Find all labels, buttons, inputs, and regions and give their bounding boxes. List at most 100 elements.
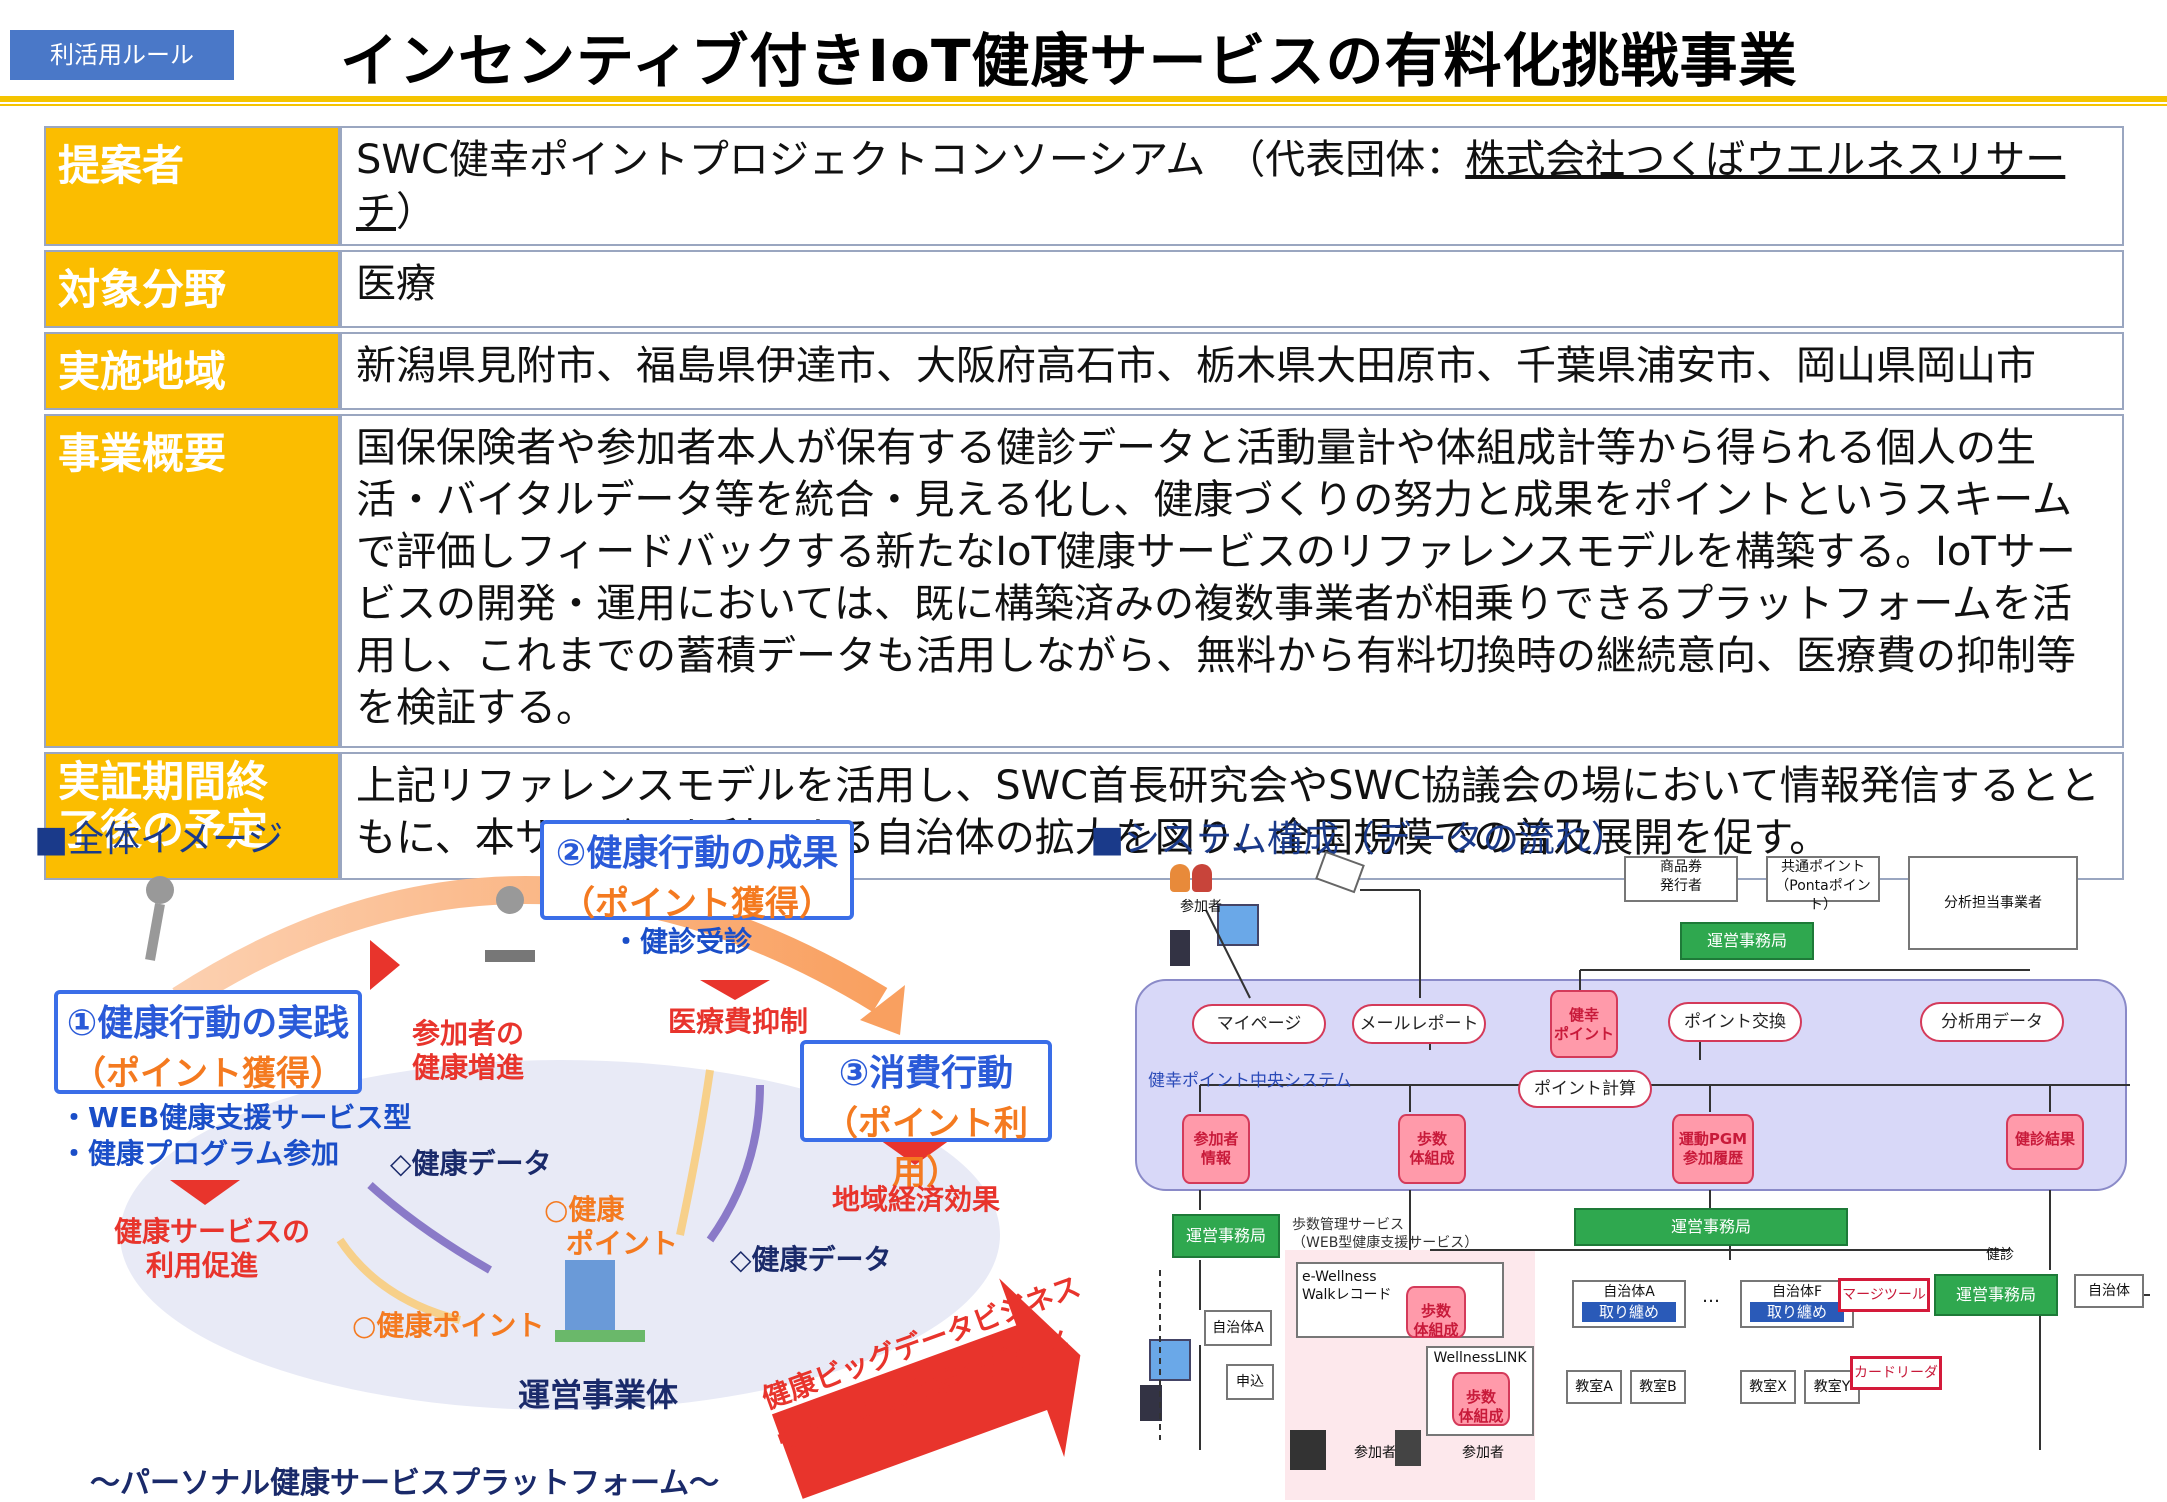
box-practice: ①健康行動の実践 （ポイント獲得）: [54, 990, 362, 1094]
box-result-sub: （ポイント獲得）: [561, 884, 833, 924]
proposer-close: ）: [396, 189, 436, 235]
label-summary: 事業概要: [44, 414, 340, 748]
box-result: ②健康行動の成果 （ポイント獲得）: [540, 820, 854, 924]
office-mid: 運営事務局: [1574, 1208, 1848, 1246]
point-arrow-2: [676, 1069, 714, 1236]
point-exchange-pill[interactable]: ポイント交換: [1668, 1002, 1802, 1042]
arc-arrowhead: [860, 985, 905, 1035]
box-practice-title: ①健康行動の実践: [66, 1003, 350, 1044]
down-arrow-red-mid: [700, 980, 770, 1000]
label-health-data-1: ◇健康データ: [390, 1147, 552, 1180]
page-title: インセンティブ付きIoT健康サービスの有料化挑戦事業: [340, 27, 1798, 95]
value-region: 新潟県見附市、福島県伊達市、大阪府高石市、栃木県大田原市、千葉県浦安市、岡山県岡…: [340, 332, 2124, 410]
building-ground: [555, 1330, 645, 1342]
municipality-a-left: 自治体A: [1204, 1310, 1272, 1346]
data-arrow-2: [706, 1084, 764, 1243]
label-health-data-2: ◇健康データ: [730, 1243, 892, 1276]
label-usage-2: 利用促進: [146, 1249, 259, 1282]
box-result-title: ②健康行動の成果: [555, 833, 839, 874]
class-a: 教室A: [1566, 1370, 1622, 1404]
central-system-label: 健幸ポイント中央システム: [1148, 1071, 1352, 1091]
label-plan: 実証期間終了後の予定: [44, 752, 340, 880]
application-box: 申込: [1226, 1364, 1274, 1400]
compile-f: 取り纏め: [1750, 1302, 1844, 1322]
office-right: 運営事務局: [1934, 1274, 2058, 1316]
value-summary: 国保保険者や参加者本人が保有する健診データと活動量計や体組成計等から得られる個人…: [340, 414, 2124, 748]
down-arrow-red-right: [880, 1140, 950, 1165]
participant-label-right: 参加者: [1462, 1445, 1504, 1461]
value-field: 医療: [340, 250, 2124, 328]
label-platform: ～パーソナル健康サービスプラットフォーム～: [90, 1466, 720, 1501]
label-point-2: ○健康ポイント: [352, 1309, 545, 1342]
steps-db-2: 歩数体組成: [1452, 1372, 1510, 1426]
activity-meter-icon: [1395, 1430, 1421, 1466]
pc-icon: [1217, 904, 1259, 946]
card-reader: カードリーダ: [1850, 1356, 1942, 1390]
label-proposer: 提案者: [44, 126, 340, 246]
row-proposer: 提案者 SWC健幸ポイントプロジェクトコンソーシアム （代表団体：株式会社つくば…: [44, 126, 2124, 246]
phone-icon-2: [1140, 1385, 1162, 1421]
data-arrow-1: [367, 1182, 492, 1274]
merge-tool: マージツール: [1838, 1278, 1930, 1312]
section-system: ■システム構成（データの流れ）: [1090, 819, 1627, 860]
point-arrow-1: [336, 1237, 461, 1324]
label-point-1a: ○健康: [544, 1193, 625, 1226]
mail-report-pill[interactable]: メールレポート: [1352, 1004, 1486, 1044]
point-calc-pill[interactable]: ポイント計算: [1518, 1070, 1652, 1108]
analysis-operator: 分析担当事業者: [1908, 856, 2078, 950]
label-plan-1: 実証期間終: [58, 757, 269, 806]
class-b: 教室B: [1630, 1370, 1686, 1404]
flow-arc: [172, 876, 888, 1012]
label-checkup: ・健診受診: [612, 925, 753, 958]
mypage-pill[interactable]: マイページ: [1192, 1004, 1326, 1044]
box-practice-sub: （ポイント獲得）: [72, 1054, 344, 1094]
platform-ellipse: [120, 1060, 1000, 1410]
scale-person-icon: [496, 886, 524, 914]
big-red-arrow: [771, 1278, 1081, 1499]
label-medical-cost: 医療費抑制: [668, 1005, 809, 1038]
body-scale-icon: [1290, 1430, 1326, 1470]
label-regional-effect: 地域経済効果: [832, 1183, 1001, 1216]
building-icon: [565, 1260, 615, 1335]
phone-icon: [1170, 930, 1190, 966]
voucher-issuer: 商品券発行者: [1624, 856, 1738, 902]
label-plan-2: 了後の予定: [58, 805, 269, 854]
checkup-db: 健診結果: [2006, 1114, 2084, 1170]
label-participant-1: 参加者の: [412, 1017, 525, 1050]
participant-info-db: 参加者情報: [1182, 1114, 1250, 1184]
down-arrow-red-left: [170, 1180, 240, 1205]
participant-label-mid: 参加者: [1354, 1445, 1396, 1461]
proposer-link[interactable]: 株式会社つくばウエルネスリサーチ: [356, 137, 2066, 235]
box-consume-sub: （ポイント利用）: [824, 1104, 1028, 1193]
step-service-title-1: 歩数管理サービス: [1292, 1217, 1404, 1233]
row-field: 対象分野 医療: [44, 250, 2124, 328]
section-overview: ■全体イメージ: [34, 819, 284, 860]
analysis-data-pill[interactable]: 分析用データ: [1920, 1002, 2064, 1042]
label-point-1b: ポイント: [566, 1227, 679, 1260]
step-service-title-2: （WEB型健康支援サービス）: [1292, 1235, 1479, 1251]
compile-a: 取り纏め: [1582, 1302, 1676, 1322]
steps-body-db: 歩数体組成: [1398, 1114, 1466, 1184]
category-tag: 利活用ルール: [10, 30, 234, 80]
office-left: 運営事務局: [1172, 1214, 1280, 1258]
right-arrow-red: [370, 940, 400, 990]
label-region: 実施地域: [44, 332, 340, 410]
value-proposer: SWC健幸ポイントプロジェクトコンソーシアム （代表団体：株式会社つくばウエルネ…: [340, 126, 2124, 246]
participant-label-top: 参加者: [1180, 899, 1222, 915]
title-rule: [0, 96, 2167, 102]
pc-icon-2: [1149, 1339, 1191, 1381]
steps-db-1: 歩数体組成: [1406, 1286, 1466, 1339]
label-web: ・WEB健康支援サービス型: [60, 1101, 412, 1134]
box-consume: ③消費行動 （ポイント利用）: [800, 1040, 1052, 1193]
label-usage-1: 健康サービスの: [114, 1215, 311, 1248]
label-operator: 運営事業体: [518, 1376, 679, 1414]
health-point-db: 健幸ポイント: [1550, 990, 1618, 1058]
checkup-label-1: 健診: [1986, 1247, 2014, 1263]
participant-icon: [1170, 864, 1190, 892]
label-field: 対象分野: [44, 250, 340, 328]
proposer-text: SWC健幸ポイントプロジェクトコンソーシアム （代表団体：: [356, 137, 1466, 183]
